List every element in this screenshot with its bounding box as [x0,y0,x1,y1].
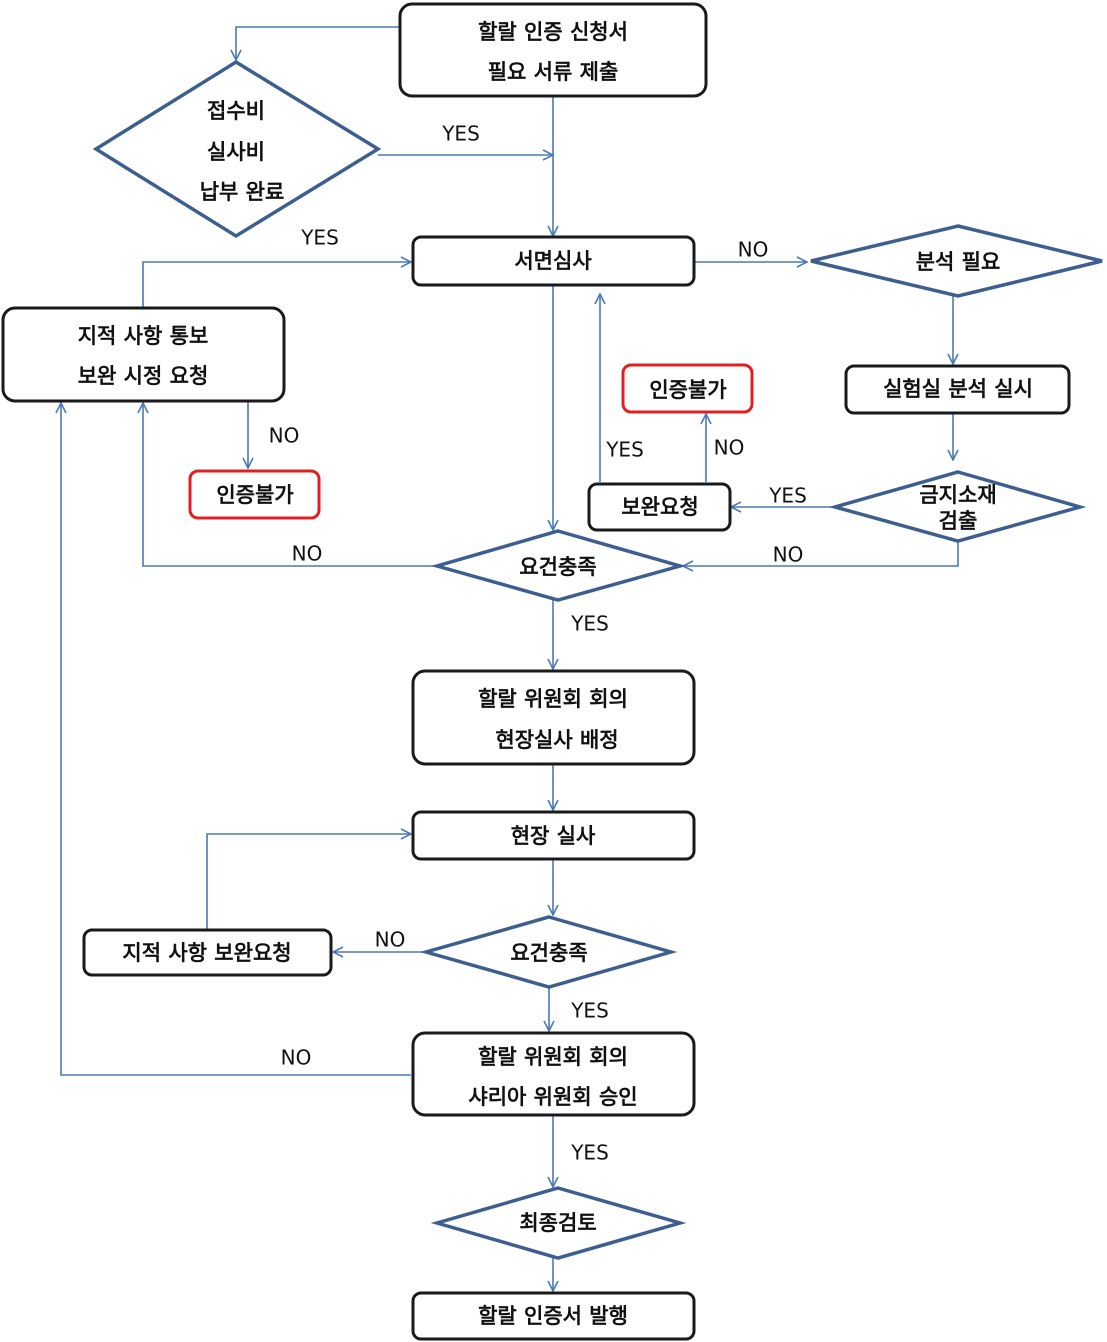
supplement-request-box [587,482,732,532]
label-requirement2-yes: YES [570,999,609,1023]
label-review-no: NO [738,238,769,262]
rejected-top-label: 인증불가 [649,378,727,402]
node-banned-detected: 금지소재 검출 [828,470,1087,543]
doc-review-box [411,235,696,287]
node-payment: 접수비 실사비 납부 완료 [92,59,382,239]
node-requirement-met-1: 요건충족 [430,529,687,602]
edge-banned-no [683,541,959,566]
node-rejected-left: 인증불가 [188,469,321,520]
analysis-needed-label: 분석 필요 [916,250,1001,274]
node-supplement-request: 보완요청 [587,482,732,532]
committee-approval-line-1: 할랄 위원회 회의 [478,1045,628,1069]
rejected-left-box [188,469,321,520]
analysis-needed-diamond [810,224,1103,298]
banned-detected-line-2: 검출 [939,509,978,533]
label-supplement-yes: YES [605,438,644,462]
rejected-top-box [621,363,754,414]
edge-apply-to-payment [236,26,400,60]
site-supplement-box [82,928,333,977]
node-site-audit: 현장 실사 [411,810,696,861]
node-requirement-met-2: 요건충족 [419,915,678,989]
label-requirement-yes: YES [570,612,609,636]
issue-certificate-label: 할랄 인증서 발행 [478,1304,628,1328]
requirement-met-2-label: 요건충족 [510,941,587,965]
edge-labels: YES YES NO NO NO YES YES NO NO YES NO YE… [269,122,807,1165]
node-issue-certificate: 할랄 인증서 발행 [411,1291,696,1341]
node-rejected-top: 인증불가 [621,363,754,414]
node-doc-review: 서면심사 [411,235,696,287]
notice-line-2: 보완 시정 요청 [78,364,209,388]
committee-meeting-line-2: 현장실사 배정 [495,728,618,752]
apply-line-2: 필요 서류 제출 [488,60,619,84]
notice-box [1,306,286,403]
edge-approval-no [61,403,411,1076]
label-notice-yes: YES [300,226,339,250]
label-requirement-no: NO [292,542,323,566]
edges [61,26,959,1291]
rejected-left-label: 인증불가 [216,483,294,507]
label-banned-no: NO [773,543,804,567]
issue-certificate-box [411,1291,696,1341]
final-review-label: 최종검토 [519,1211,596,1235]
apply-box [398,2,708,98]
label-requirement2-no: NO [375,928,406,952]
label-approval-no: NO [281,1046,312,1070]
node-notice: 지적 사항 통보 보완 시정 요청 [1,306,286,403]
label-payment-yes: YES [441,122,480,146]
node-final-review: 최종검토 [430,1186,687,1260]
committee-approval-box [411,1031,696,1117]
node-lab-analysis: 실험실 분석 실시 [844,364,1071,415]
payment-line-1: 접수비 [207,99,265,123]
lab-analysis-label: 실험실 분석 실시 [883,377,1033,401]
banned-detected-diamond [828,470,1087,543]
notice-line-1: 지적 사항 통보 [78,324,209,348]
supplement-request-label: 보완요청 [621,495,698,519]
label-notice-no: NO [269,424,300,448]
site-audit-label: 현장 실사 [511,824,596,848]
edge-sitesupp-to-site [206,834,411,930]
committee-meeting-line-1: 할랄 위원회 회의 [478,687,628,711]
edge-requirement-no [143,403,434,567]
node-analysis-needed: 분석 필요 [810,224,1103,298]
label-banned-yes: YES [768,484,807,508]
node-site-supplement: 지적 사항 보완요청 [82,928,333,977]
site-supplement-label: 지적 사항 보완요청 [122,941,291,965]
payment-line-2: 실사비 [207,140,265,164]
requirement-met-2-diamond [419,915,678,989]
node-committee-approval: 할랄 위원회 회의 샤리아 위원회 승인 [411,1031,696,1117]
banned-detected-line-1: 금지소재 [919,483,996,507]
committee-meeting-box [411,669,696,766]
committee-approval-line-2: 샤리아 위원회 승인 [468,1085,637,1109]
node-committee-meeting: 할랄 위원회 회의 현장실사 배정 [411,669,696,766]
node-apply: 할랄 인증 신청서 필요 서류 제출 [398,2,708,98]
site-audit-box [411,810,696,861]
edge-notice-to-review [142,262,411,307]
apply-line-1: 할랄 인증 신청서 [478,20,628,44]
requirement-met-1-label: 요건충족 [519,555,596,579]
lab-analysis-box [844,364,1071,415]
requirement-met-1-diamond [430,529,687,602]
final-review-diamond [430,1186,687,1260]
label-supplement-no: NO [714,436,745,460]
payment-line-3: 납부 완료 [200,180,285,204]
payment-diamond [92,59,382,239]
doc-review-label: 서면심사 [514,249,592,273]
label-approval-yes: YES [570,1141,609,1165]
